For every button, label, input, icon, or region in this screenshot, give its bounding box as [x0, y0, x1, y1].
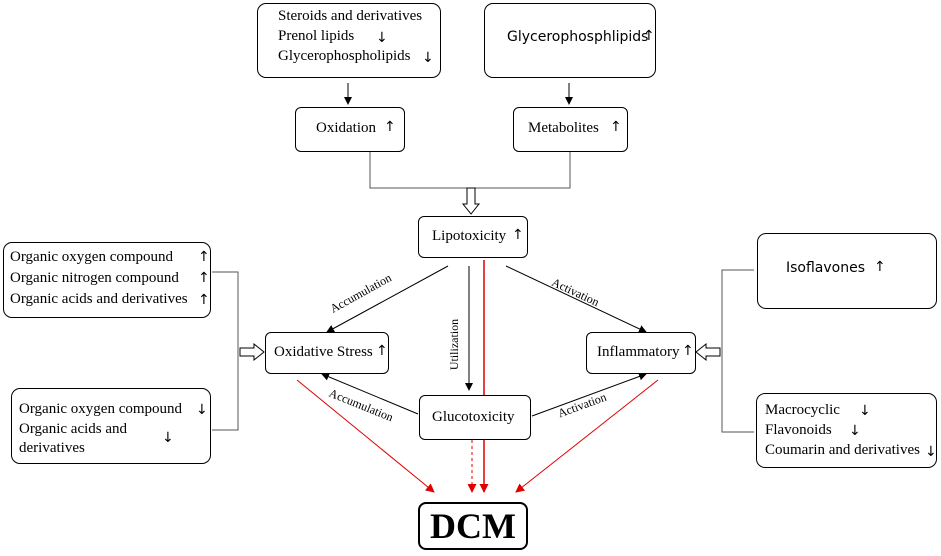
- inflammatory-label: Inflammatory: [597, 344, 680, 360]
- merge-hollow-arrow: [461, 187, 481, 215]
- activation-bottom-arrow: [531, 372, 647, 417]
- metabolites-node: Metabolites ↑: [513, 107, 628, 152]
- activation-top-arrow: [505, 265, 647, 333]
- left-upper-box: Organic oxygen compound ↑ Organic nitrog…: [3, 242, 211, 318]
- derivatives-lower-label: derivatives: [19, 440, 85, 456]
- prenol-label: Prenol lipids: [278, 28, 355, 44]
- macrocyclic-label: Macrocyclic: [765, 402, 840, 418]
- inflammatory-node: Inflammatory ↑: [586, 332, 696, 374]
- organic-oxygen-label: Organic oxygen compound: [10, 249, 174, 265]
- metabolites-up-icon: ↑: [610, 119, 622, 135]
- organic-nitrogen-up-icon: ↑: [198, 270, 210, 286]
- flavonoids-down-icon: ↓: [849, 423, 861, 439]
- coumarin-label: Coumarin and derivatives: [765, 442, 920, 458]
- inflammatory-up-icon: ↑: [682, 343, 694, 359]
- coumarin-down-icon: ↓: [925, 444, 937, 460]
- oxidative-to-dcm-red-arrow: [296, 379, 435, 493]
- right-lower-box: Macrocyclic ↓ Flavonoids ↓ Coumarin and …: [756, 393, 937, 468]
- macrocyclic-down-icon: ↓: [859, 403, 871, 419]
- organic-oxygen-lower-label: Organic oxygen compound: [19, 401, 183, 417]
- metabolites-label: Metabolites: [528, 120, 599, 136]
- top-right-box: Glycerophosphlipids ↑: [484, 3, 656, 78]
- glucotoxicity-node: Glucotoxicity: [419, 395, 531, 440]
- lipotoxicity-up-icon: ↑: [512, 227, 524, 243]
- glycerophosphlipids-up-icon: ↑: [643, 28, 655, 44]
- oxidative-stress-up-icon: ↑: [376, 343, 388, 359]
- top-left-box: Steroids and derivatives Prenol lipids ↓…: [257, 3, 441, 78]
- organic-acids-up-icon: ↑: [198, 292, 210, 308]
- steroids-label: Steroids and derivatives: [278, 8, 423, 24]
- oxidative-stress-label: Oxidative Stress: [274, 344, 373, 360]
- isoflavones-label: Isoflavones: [786, 260, 866, 276]
- utilization-label: Utilization: [447, 318, 462, 371]
- prenol-down-icon: ↓: [376, 30, 388, 46]
- glycerophospholipids-label: Glycerophospholipids: [278, 48, 411, 64]
- left-hollow-arrow: [239, 342, 265, 362]
- left-lower-box: Organic oxygen compound ↓ Organic acids …: [11, 388, 211, 464]
- glycerophosphlipids-label: Glycerophosphlipids: [507, 29, 649, 45]
- organic-nitrogen-label: Organic nitrogen compound: [10, 270, 179, 286]
- inflammatory-to-dcm-red-arrow: [515, 379, 659, 493]
- glycerophospholipids-down-icon: ↓: [422, 50, 434, 66]
- dcm-node: DCM: [418, 502, 528, 550]
- lipotoxicity-node: Lipotoxicity ↑: [418, 216, 528, 258]
- flavonoids-label: Flavonoids: [765, 422, 832, 438]
- organic-acids-label: Organic acids and derivatives: [10, 291, 188, 307]
- right-upper-box: Isoflavones ↑: [757, 233, 937, 309]
- organic-oxygen-up-icon: ↑: [198, 249, 210, 265]
- merge-bracket: [369, 152, 571, 189]
- oxidation-up-icon: ↑: [384, 119, 396, 135]
- accumulation-bottom-arrow: [321, 373, 419, 415]
- oxidation-label: Oxidation: [316, 120, 376, 136]
- right-hollow-arrow: [695, 342, 721, 362]
- left-bracket: [212, 271, 239, 431]
- isoflavones-up-icon: ↑: [874, 259, 886, 275]
- oxidation-node: Oxidation ↑: [295, 107, 405, 152]
- organic-acids-lower-down-icon: ↓: [162, 430, 174, 446]
- organic-oxygen-lower-down-icon: ↓: [196, 402, 208, 418]
- glucotoxicity-label: Glucotoxicity: [432, 409, 515, 425]
- right-bracket: [721, 269, 754, 433]
- organic-acids-lower-label: Organic acids and: [19, 421, 128, 437]
- lipotoxicity-label: Lipotoxicity: [432, 228, 507, 244]
- oxidative-stress-node: Oxidative Stress ↑: [265, 332, 389, 374]
- accumulation-top-arrow: [326, 265, 449, 333]
